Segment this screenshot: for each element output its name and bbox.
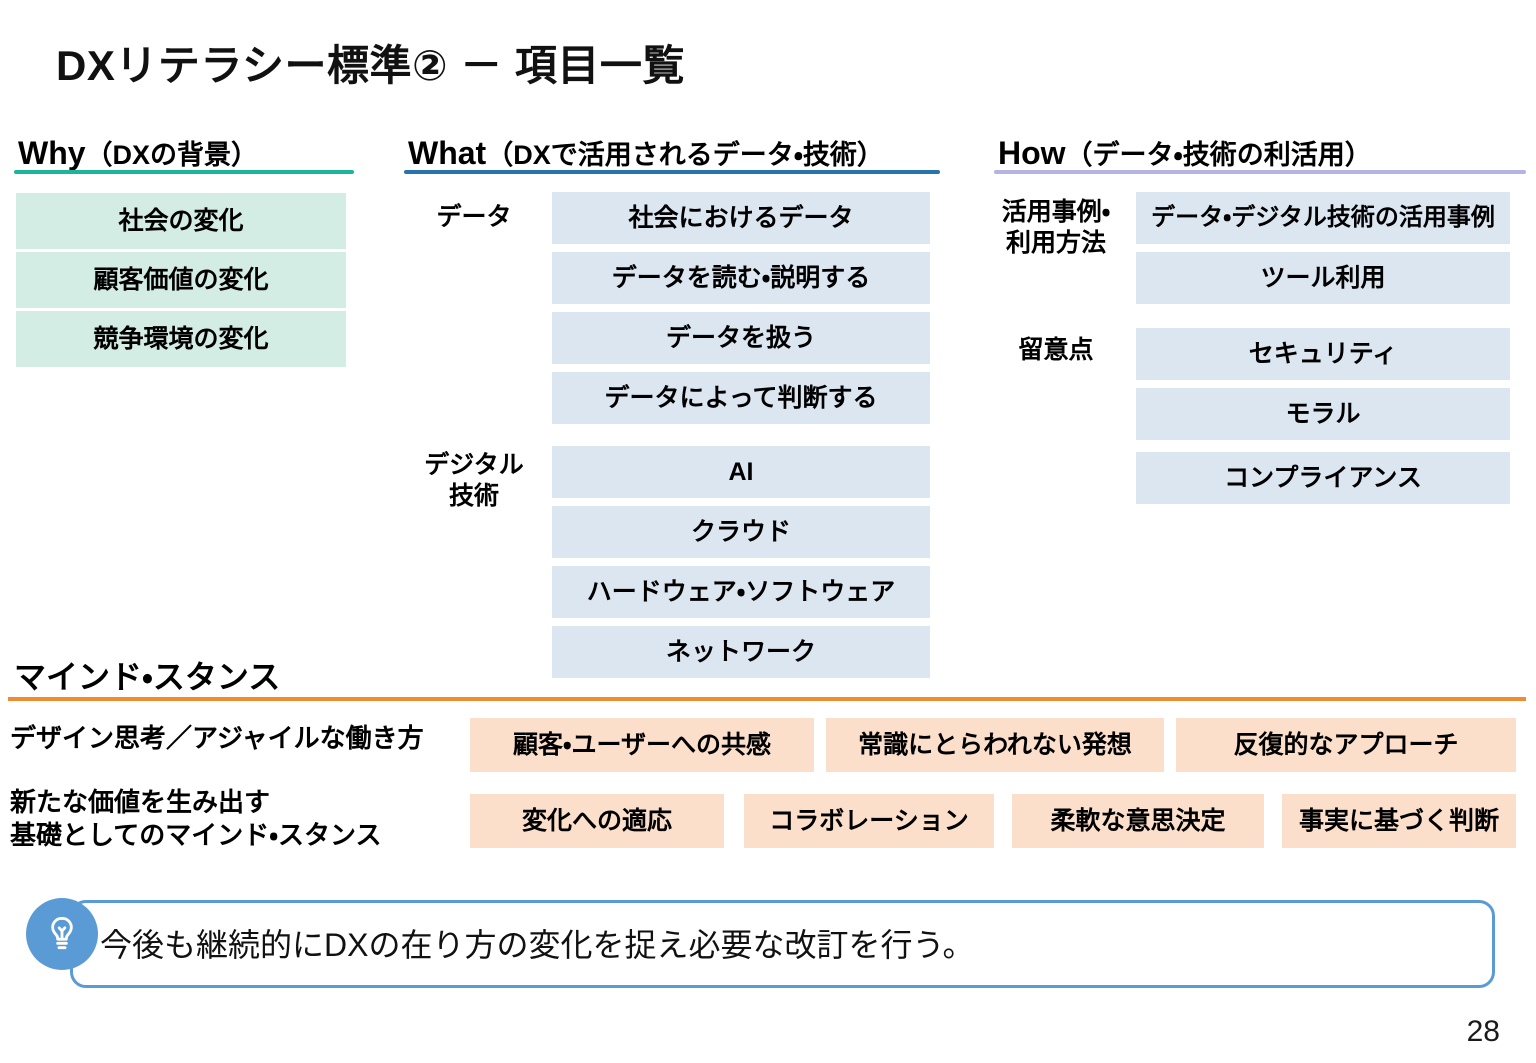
what-tech-item-0-label: AI	[728, 457, 754, 486]
what-data-item-2-label: データを扱う	[665, 323, 816, 352]
what-data-item-1[interactable]: データを読む・説明する	[552, 252, 930, 304]
how-caution-item-0[interactable]: セキュリティ	[1136, 328, 1510, 380]
mind-stance-row-1-item-1-label: コラボレーション	[769, 806, 969, 835]
what-tech-item-3-label: ネットワーク	[665, 637, 816, 666]
column-heading-what-en: What	[408, 135, 487, 171]
mind-stance-row-1-item-0[interactable]: 変化への適応	[470, 794, 724, 848]
column-heading-what: What（DXで活用されるデータ・技術）	[408, 133, 884, 172]
column-heading-why-jp: （DXの背景）	[85, 140, 259, 170]
why-item-2[interactable]: 競争環境の変化	[16, 311, 346, 367]
mind-stance-row-1-item-3-label: 事実に基づく判断	[1298, 806, 1499, 835]
column-rule-how	[994, 170, 1526, 174]
mind-stance-row-0-item-1-label: 常識にとらわれない発想	[858, 730, 1132, 759]
mind-stance-row-0-item-0[interactable]: 顧客・ユーザーへの共感	[470, 718, 814, 772]
mind-stance-row-0-item-1[interactable]: 常識にとらわれない発想	[826, 718, 1164, 772]
why-item-0-label: 社会の変化	[118, 206, 244, 235]
mind-stance-row-1-item-0-label: 変化への適応	[521, 806, 672, 835]
column-heading-how: How（データ・技術の利活用）	[998, 133, 1372, 172]
what-data-item-0[interactable]: 社会におけるデータ	[552, 192, 930, 244]
what-tech-item-1[interactable]: クラウド	[552, 506, 930, 558]
mind-stance-title: マインド・スタンス	[14, 659, 281, 695]
how-usecase-item-0[interactable]: データ・デジタル技術の活用事例	[1136, 192, 1510, 244]
how-usecase-item-1-label: ツール利用	[1260, 263, 1386, 292]
lightbulb-icon	[26, 898, 98, 970]
page-title: DXリテラシー標準② － 項目一覧	[56, 42, 685, 89]
how-group-0-label: 活用事例・ 利用方法	[1001, 198, 1111, 257]
mind-stance-row-0-item-2-label: 反復的なアプローチ	[1233, 730, 1459, 759]
how-caution-item-1[interactable]: モラル	[1136, 388, 1510, 440]
what-data-item-3[interactable]: データによって判断する	[552, 372, 930, 424]
what-tech-item-3[interactable]: ネットワーク	[552, 626, 930, 678]
page-number: 28	[1466, 1015, 1500, 1048]
mind-stance-row-1-label: 新たな価値を生み出す 基礎としてのマインド・スタンス	[10, 787, 382, 851]
mind-stance-row-1-item-2[interactable]: 柔軟な意思決定	[1012, 794, 1264, 848]
what-data-item-2[interactable]: データを扱う	[552, 312, 930, 364]
why-item-1[interactable]: 顧客価値の変化	[16, 252, 346, 308]
mind-stance-row-1-item-1[interactable]: コラボレーション	[744, 794, 994, 848]
what-tech-item-0[interactable]: AI	[552, 446, 930, 498]
mind-stance-row-1-item-3[interactable]: 事実に基づく判断	[1282, 794, 1516, 848]
what-data-item-1-label: データを読む・説明する	[611, 263, 871, 292]
how-group-1-label: 留意点	[1018, 336, 1094, 364]
mind-stance-row-0-label: デザイン思考／アジャイルな働き方	[10, 723, 424, 753]
mind-stance-row-1-item-2-label: 柔軟な意思決定	[1050, 806, 1226, 835]
mind-stance-row-0-item-0-label: 顧客・ユーザーへの共感	[512, 730, 771, 759]
column-rule-why	[14, 170, 354, 174]
what-group-0-label: データ	[436, 203, 512, 231]
how-usecase-item-0-label: データ・デジタル技術の活用事例	[1151, 204, 1495, 232]
how-usecase-item-1[interactable]: ツール利用	[1136, 252, 1510, 304]
column-heading-why-en: Why	[18, 135, 86, 171]
what-tech-item-1-label: クラウド	[690, 517, 791, 546]
column-heading-why: Why（DXの背景）	[18, 133, 258, 172]
callout-text: 今後も継続的にDXの在り方の変化を捉え必要な改訂を行う。	[100, 927, 975, 963]
how-caution-item-2-label: コンプライアンス	[1224, 463, 1422, 492]
mind-stance-row-0-item-2[interactable]: 反復的なアプローチ	[1176, 718, 1516, 772]
column-rule-what	[404, 170, 940, 174]
why-item-2-label: 競争環境の変化	[93, 324, 269, 353]
what-data-item-0-label: 社会におけるデータ	[628, 203, 854, 232]
what-group-1-label: デジタル 技術	[424, 451, 524, 510]
how-caution-item-2[interactable]: コンプライアンス	[1136, 452, 1510, 504]
what-tech-item-2-label: ハードウェア・ソフトウェア	[586, 577, 896, 606]
mind-stance-rule	[8, 697, 1526, 701]
what-data-item-3-label: データによって判断する	[604, 383, 878, 412]
column-heading-how-jp: （データ・技術の利活用）	[1065, 140, 1372, 170]
what-tech-item-2[interactable]: ハードウェア・ソフトウェア	[552, 566, 930, 618]
how-caution-item-1-label: モラル	[1285, 399, 1361, 428]
column-heading-what-jp: （DXで活用されるデータ・技術）	[486, 140, 884, 170]
why-item-1-label: 顧客価値の変化	[93, 265, 269, 294]
callout-box	[70, 900, 1495, 988]
why-item-0[interactable]: 社会の変化	[16, 193, 346, 249]
how-caution-item-0-label: セキュリティ	[1248, 339, 1398, 368]
column-heading-how-en: How	[998, 135, 1066, 171]
